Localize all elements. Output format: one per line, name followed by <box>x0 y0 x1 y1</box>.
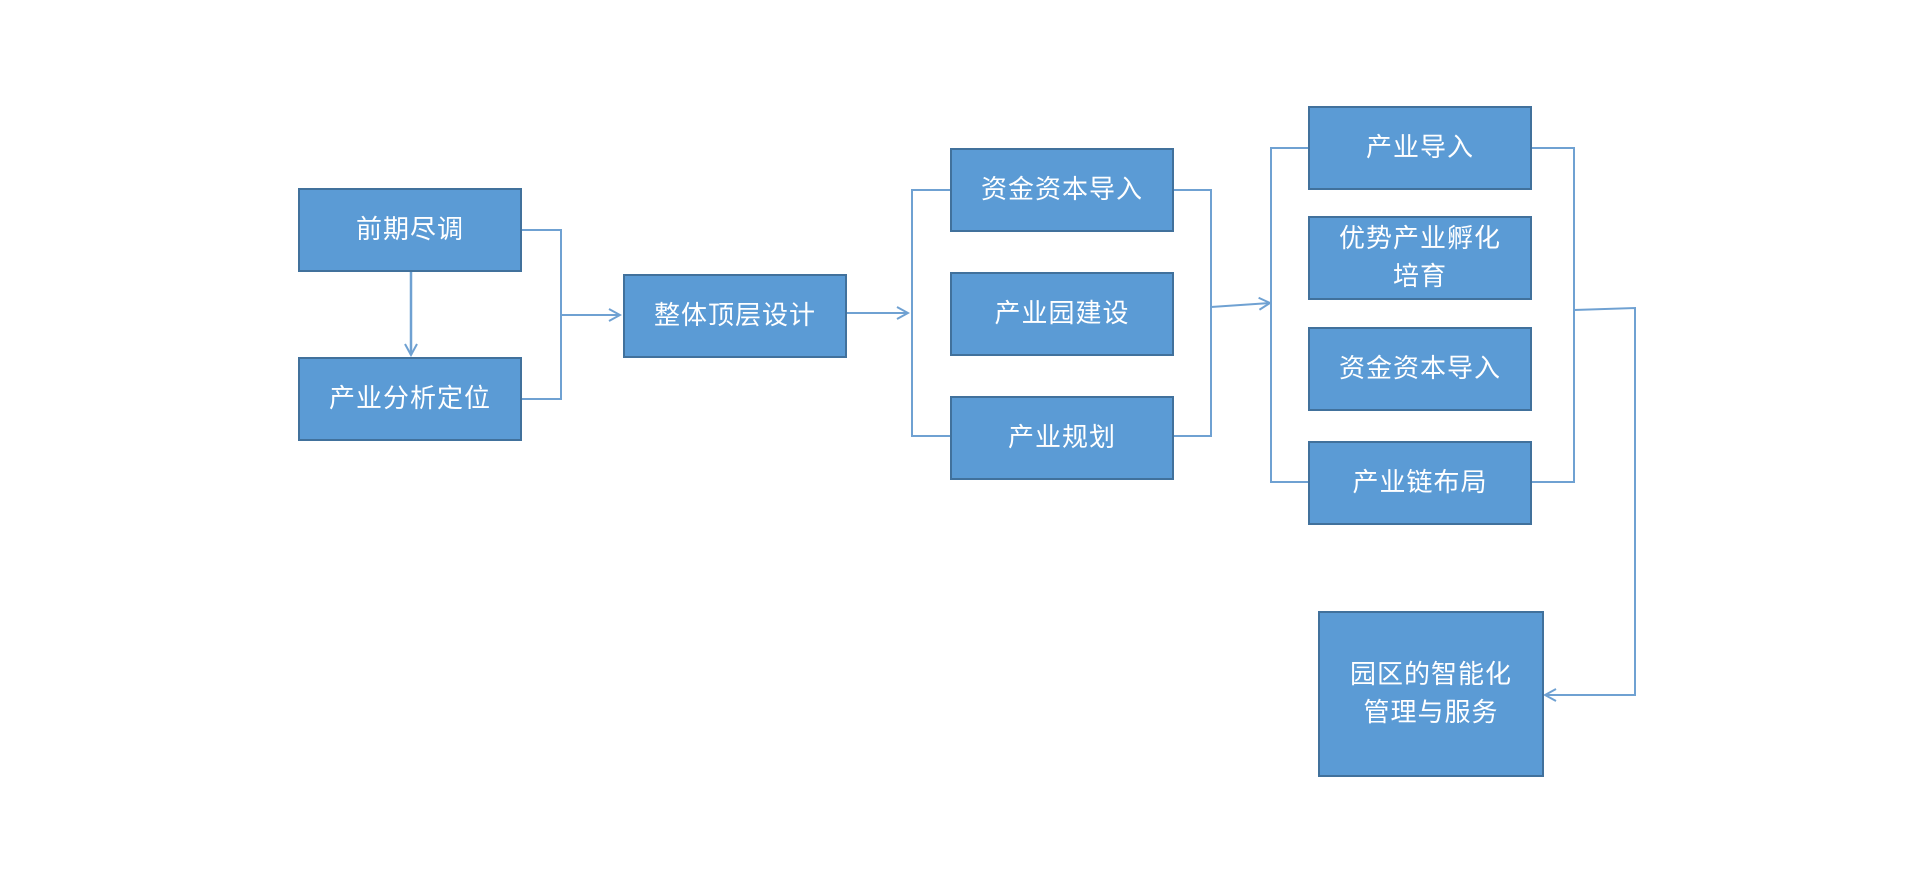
node-capital-import-2-label: 资金资本导入 <box>1338 354 1501 384</box>
node-industry-planning: 产业规划 <box>950 396 1174 480</box>
node-industry-positioning-label: 产业分析定位 <box>328 384 491 414</box>
node-due-diligence-label: 前期尽调 <box>355 215 464 245</box>
node-smart-management-label: 园区的智能化 管理与服务 <box>1349 660 1512 728</box>
node-industry-chain-layout: 产业链布局 <box>1308 441 1532 525</box>
node-smart-management: 园区的智能化 管理与服务 <box>1318 611 1544 777</box>
node-due-diligence: 前期尽调 <box>298 188 522 272</box>
node-capital-import-1: 资金资本导入 <box>950 148 1174 232</box>
node-top-level-design-label: 整体顶层设计 <box>653 301 816 331</box>
node-capital-import-1-label: 资金资本导入 <box>980 175 1143 205</box>
node-top-level-design: 整体顶层设计 <box>623 274 847 358</box>
node-advantage-incubation-label: 优势产业孵化 培育 <box>1338 224 1501 292</box>
node-industry-planning-label: 产业规划 <box>1007 423 1116 453</box>
node-park-construction-label: 产业园建设 <box>994 299 1130 329</box>
node-industry-import: 产业导入 <box>1308 106 1532 190</box>
node-park-construction: 产业园建设 <box>950 272 1174 356</box>
node-industry-positioning: 产业分析定位 <box>298 357 522 441</box>
bracket-stage-3-right <box>1174 189 1212 437</box>
arrow-stage-4-to-management <box>1545 306 1636 695</box>
arrow-stage-3-to-stage-4 <box>1210 303 1270 307</box>
node-advantage-incubation: 优势产业孵化 培育 <box>1308 216 1532 300</box>
node-industry-import-label: 产业导入 <box>1365 133 1474 163</box>
node-industry-chain-layout-label: 产业链布局 <box>1352 468 1488 498</box>
node-capital-import-2: 资金资本导入 <box>1308 327 1532 411</box>
bracket-stage-3-left <box>911 189 950 437</box>
bracket-stage-1 <box>522 229 562 400</box>
bracket-stage-4-left <box>1270 147 1308 483</box>
bracket-stage-4-right <box>1532 147 1575 483</box>
